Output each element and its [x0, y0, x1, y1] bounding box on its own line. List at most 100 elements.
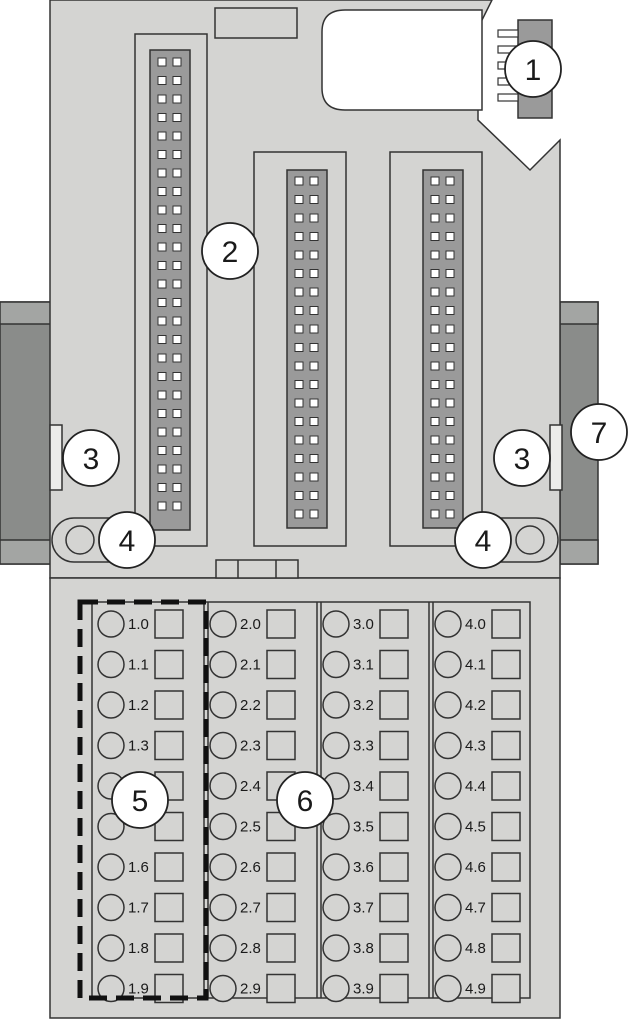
callout-number: 5 — [132, 785, 149, 818]
terminal-2-2: 2.2 — [209, 690, 296, 720]
terminal-label: 2.4 — [240, 778, 261, 795]
terminal-4-8: 4.8 — [434, 933, 521, 963]
terminal-label: 4.0 — [465, 616, 486, 633]
terminal-label: 1.7 — [128, 900, 149, 917]
terminal-label: 3.3 — [353, 738, 374, 755]
terminal-1-2: 1.2 — [97, 690, 184, 720]
terminal-label: 3.4 — [353, 778, 374, 795]
terminal-2-3: 2.3 — [209, 730, 296, 761]
terminal-3-1: 3.1 — [322, 649, 409, 680]
terminal-1-1: 1.1 — [97, 649, 184, 680]
terminal-1-0: 1.0 — [97, 609, 184, 639]
terminal-2-9: 2.9 — [209, 973, 296, 1004]
terminal-label: 3.6 — [353, 859, 374, 876]
terminal-label: 1.3 — [128, 738, 149, 755]
callout-6: 6 — [276, 771, 334, 829]
callout-3-left: 3 — [62, 429, 120, 487]
callout-number: 3 — [83, 443, 100, 476]
terminal-3-0: 3.0 — [322, 609, 409, 639]
terminal-4-1: 4.1 — [434, 649, 521, 680]
terminal-label: 3.2 — [353, 697, 374, 714]
terminal-2-7: 2.7 — [209, 892, 296, 923]
left-latch — [49, 424, 63, 491]
terminal-1-6: 1.6 — [97, 852, 184, 882]
terminal-1-5 — [97, 811, 184, 842]
terminal-label: 3.7 — [353, 900, 374, 917]
terminal-4-4: 4.4 — [434, 771, 521, 801]
terminal-label: 1.1 — [128, 657, 149, 674]
terminal-label: 2.5 — [240, 819, 261, 836]
terminal-label: 2.7 — [240, 900, 261, 917]
terminal-label: 4.5 — [465, 819, 486, 836]
terminal-4-7: 4.7 — [434, 892, 521, 923]
terminal-4-9: 4.9 — [434, 973, 521, 1004]
pin-header-1 — [134, 33, 208, 547]
callout-1: 1 — [504, 40, 562, 98]
terminal-3-6: 3.6 — [322, 852, 409, 882]
terminal-label: 3.5 — [353, 819, 374, 836]
terminal-label: 2.3 — [240, 738, 261, 755]
callout-4-right: 4 — [454, 511, 512, 569]
callout-number: 6 — [297, 785, 314, 818]
terminal-label: 3.0 — [353, 616, 374, 633]
right-latch — [549, 424, 563, 491]
highlight-box — [77, 599, 209, 1001]
terminal-2-1: 2.1 — [209, 649, 296, 680]
terminal-block-1: 1.0 1.1 1.2 1.3 1.6 1.7 1.8 1.9 — [97, 609, 184, 1004]
terminal-label: 4.9 — [465, 981, 486, 998]
pin-header-3 — [389, 151, 483, 547]
callout-number: 3 — [514, 443, 531, 476]
terminal-4-6: 4.6 — [434, 852, 521, 882]
terminal-3-5: 3.5 — [322, 811, 409, 842]
terminal-3-3: 3.3 — [322, 730, 409, 761]
terminal-label: 1.2 — [128, 697, 149, 714]
callout-number: 4 — [475, 525, 492, 558]
terminal-label: 2.0 — [240, 616, 261, 633]
terminal-label: 4.4 — [465, 778, 486, 795]
callout-5: 5 — [111, 771, 169, 829]
terminal-4-2: 4.2 — [434, 690, 521, 720]
terminal-4-0: 4.0 — [434, 609, 521, 639]
terminal-3-8: 3.8 — [322, 933, 409, 963]
left-side-bracket — [0, 301, 53, 565]
callout-number: 7 — [591, 417, 608, 450]
callout-number: 2 — [222, 236, 239, 269]
terminal-label: 4.6 — [465, 859, 486, 876]
pin-header-connectors — [134, 33, 483, 547]
label-window — [214, 7, 298, 39]
terminal-3-7: 3.7 — [322, 892, 409, 923]
terminal-1-7: 1.7 — [97, 892, 184, 923]
terminal-2-5: 2.5 — [209, 811, 296, 842]
terminal-block-3: 3.0 3.1 3.2 3.3 3.4 3.5 3.6 3.7 3.8 3.9 — [316, 602, 409, 1004]
terminal-label: 4.2 — [465, 697, 486, 714]
terminal-label: 2.9 — [240, 981, 261, 998]
terminal-2-8: 2.8 — [209, 933, 296, 963]
pin-header-2 — [253, 151, 347, 547]
terminal-label: 4.1 — [465, 657, 486, 674]
terminal-1-3: 1.3 — [97, 730, 184, 761]
terminal-label: 1.9 — [128, 981, 149, 998]
terminal-label: 3.8 — [353, 940, 374, 957]
callout-number: 4 — [119, 525, 136, 558]
callouts: 1 2 3 3 4 4 5 6 7 — [62, 40, 628, 829]
terminal-label: 2.1 — [240, 657, 261, 674]
terminal-2-0: 2.0 — [209, 609, 296, 639]
terminal-label: 4.8 — [465, 940, 486, 957]
terminal-label: 2.6 — [240, 859, 261, 876]
terminal-label: 3.9 — [353, 981, 374, 998]
callout-7: 7 — [570, 403, 628, 461]
center-clip — [215, 559, 299, 579]
terminal-label: 4.3 — [465, 738, 486, 755]
terminal-label: 1.6 — [128, 859, 149, 876]
terminal-label: 2.8 — [240, 940, 261, 957]
callout-4-left: 4 — [98, 511, 156, 569]
terminal-4-5: 4.5 — [434, 811, 521, 842]
terminal-label: 4.7 — [465, 900, 486, 917]
terminal-2-6: 2.6 — [209, 852, 296, 882]
terminal-3-9: 3.9 — [322, 973, 409, 1004]
terminal-label: 1.0 — [128, 616, 149, 633]
terminal-block-4: 4.0 4.1 4.2 4.3 4.4 4.5 4.6 4.7 4.8 4.9 — [428, 602, 521, 1004]
terminal-3-2: 3.2 — [322, 690, 409, 720]
terminal-label: 1.8 — [128, 940, 149, 957]
